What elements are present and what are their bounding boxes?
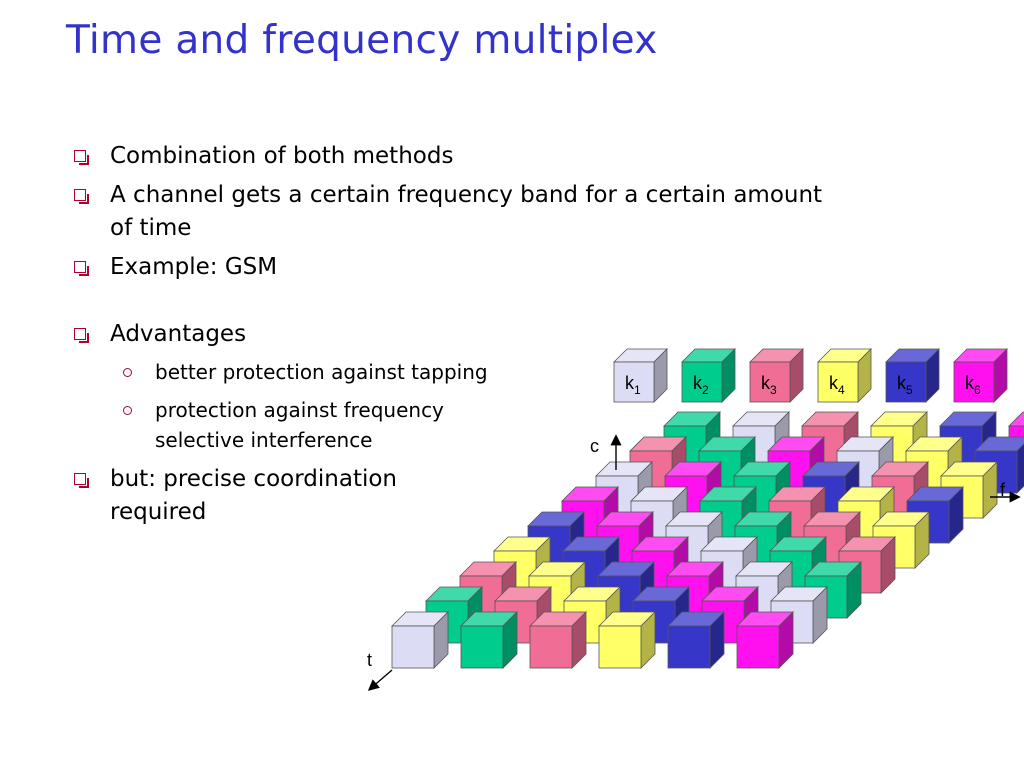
cube-grid <box>391 411 1024 669</box>
cube-front-face <box>529 625 573 669</box>
bullet-drawback: but: precise coordination required <box>70 463 470 529</box>
legend-cube-5: k5 <box>885 348 940 403</box>
grid-cube <box>529 611 587 669</box>
square-bullet-icon <box>74 473 89 488</box>
bullet-text: but: precise coordination required <box>110 466 397 525</box>
grid-cube <box>736 611 794 669</box>
legend-label: k4 <box>829 373 845 397</box>
sub-bullet-text: protection against frequency selective i… <box>155 398 444 452</box>
t-axis-label: t <box>367 650 372 670</box>
legend-cube-6: k6 <box>953 348 1008 403</box>
grid-cube <box>391 611 449 669</box>
legend-label: k3 <box>761 373 777 397</box>
square-bullet-icon <box>74 261 89 276</box>
cube-top-face <box>1008 411 1024 427</box>
grid-cube <box>667 611 725 669</box>
cube-front-face <box>736 625 780 669</box>
cube-front-face <box>460 625 504 669</box>
axes: c f t <box>367 434 1021 691</box>
legend-label: k2 <box>693 373 709 397</box>
bullet-combination: Combination of both methods <box>70 140 850 173</box>
slide-title: Time and frequency multiplex <box>66 18 658 63</box>
sub-bullet-tapping: better protection against tapping <box>115 357 515 387</box>
ring-bullet-icon <box>123 406 132 415</box>
bullet-channel: A channel gets a certain frequency band … <box>70 179 850 245</box>
ring-bullet-icon <box>123 368 132 377</box>
legend-cube-3: k3 <box>749 348 804 403</box>
legend-cube-4: k4 <box>817 348 872 403</box>
bullet-text: Combination of both methods <box>110 143 454 169</box>
channel-legend: k1 k2 k3 k4 k5 k6 <box>613 348 1008 403</box>
bullet-list: Combination of both methods A channel ge… <box>70 140 850 535</box>
cube-front-face <box>667 625 711 669</box>
f-axis-label: f <box>1000 480 1006 500</box>
cube-front-face <box>749 361 791 403</box>
grid-cube <box>698 436 756 494</box>
bullet-text: Example: GSM <box>110 254 278 280</box>
grid-cube <box>872 511 930 569</box>
bullet-advantages: Advantages <box>70 318 850 351</box>
sub-bullet-text: better protection against tapping <box>155 360 488 384</box>
square-bullet-icon <box>74 189 89 204</box>
square-bullet-icon <box>74 328 89 343</box>
cube-front-face <box>391 625 435 669</box>
t-axis-arrow <box>367 669 393 691</box>
legend-cube-2: k2 <box>681 348 736 403</box>
cube-front-face <box>953 361 995 403</box>
cube-front-face <box>613 361 655 403</box>
legend-label: k1 <box>625 373 641 397</box>
square-bullet-icon <box>74 150 89 165</box>
cube-front-face <box>598 625 642 669</box>
cube-front-face <box>885 361 927 403</box>
grid-cube <box>940 461 998 519</box>
cube-front-face <box>817 361 859 403</box>
c-axis-label: c <box>590 436 599 456</box>
cube-front-face <box>681 361 723 403</box>
grid-cube <box>598 611 656 669</box>
grid-cube <box>460 611 518 669</box>
bullet-text: Advantages <box>110 321 247 347</box>
sub-bullet-interference: protection against frequency selective i… <box>115 395 515 455</box>
bullet-example: Example: GSM <box>70 251 850 284</box>
legend-label: k5 <box>897 373 913 397</box>
bullet-text: A channel gets a certain frequency band … <box>110 182 823 241</box>
legend-label: k6 <box>965 373 981 397</box>
legend-cube-1: k1 <box>613 348 668 403</box>
